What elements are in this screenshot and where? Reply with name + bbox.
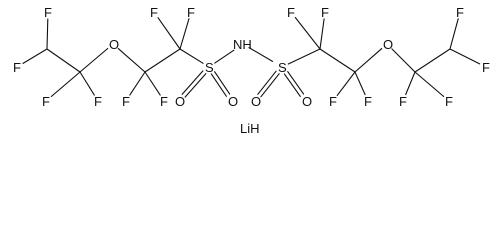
bond-s1-o3	[214, 71, 231, 95]
atom-f13: F	[456, 5, 464, 20]
atom-o6: O	[383, 37, 393, 52]
atom-f11: F	[329, 94, 337, 109]
atom-f4: F	[94, 94, 102, 109]
atom-label-layer: F F F F O F F F F S O O NH S O O F F F F…	[13, 5, 490, 109]
bond-nh-s2	[248, 47, 274, 62]
bond-c5-c6	[319, 48, 356, 73]
atom-o4: O	[251, 94, 261, 109]
bond-c4-f5	[157, 17, 181, 50]
bond-c1-c2	[46, 48, 81, 73]
atom-f2: F	[13, 60, 21, 75]
bond-c5-f9	[294, 16, 321, 50]
bond-s1-o3	[210, 73, 227, 97]
chemical-structure: F F F F O F F F F S O O NH S O O F F F F…	[13, 5, 490, 136]
atom-o5: O	[302, 94, 312, 109]
bond-c5-f10	[319, 18, 325, 50]
atom-f10: F	[321, 5, 329, 20]
atom-f6: F	[187, 5, 195, 20]
bond-c4-s1	[179, 48, 204, 64]
bond-c6-f12	[354, 71, 366, 96]
bond-c8-f14	[449, 48, 481, 65]
bond-s2-o4	[257, 70, 277, 95]
bond-c3-f8	[144, 71, 161, 96]
bond-s2-o4	[260, 73, 280, 98]
counterion-label: LiH	[240, 121, 260, 136]
atom-nh: NH	[233, 37, 252, 52]
bond-o6-c7	[391, 48, 416, 73]
bond-c6-o6	[354, 48, 383, 73]
bond-c6-f11	[336, 71, 356, 96]
bond-c7-f15	[405, 71, 416, 96]
atom-f9: F	[287, 5, 295, 20]
atom-s1: S	[205, 60, 214, 75]
bond-s1-nh	[214, 49, 235, 64]
bond-s2-o5	[287, 71, 305, 95]
bond-s2-o5	[283, 73, 301, 97]
bond-c1-f1	[46, 18, 49, 50]
bond-c1-f2	[22, 48, 48, 64]
atom-f12: F	[364, 94, 372, 109]
bond-s2-c5	[287, 48, 321, 65]
bond-c3-f7	[129, 71, 146, 96]
bond-c4-f6	[179, 18, 190, 50]
bond-o1-c3	[117, 48, 146, 73]
atom-f1: F	[44, 5, 52, 20]
bond-c2-f4	[79, 71, 95, 96]
atom-f3: F	[42, 94, 50, 109]
atom-f7: F	[122, 94, 130, 109]
bond-layer	[22, 16, 481, 98]
atom-f8: F	[160, 94, 168, 109]
atom-s2: S	[278, 60, 287, 75]
atom-o3: O	[228, 94, 238, 109]
bond-c7-c8	[414, 48, 451, 73]
bond-s1-o2	[181, 70, 204, 95]
atom-f14: F	[482, 60, 490, 75]
atom-f15: F	[399, 94, 407, 109]
atom-o2: O	[175, 94, 185, 109]
bond-c8-f13	[449, 18, 459, 50]
atom-f5: F	[150, 5, 158, 20]
bond-s1-o2	[184, 73, 207, 98]
bond-c3-c4	[144, 48, 181, 73]
atom-o1: O	[109, 37, 119, 52]
bond-c2-f3	[50, 71, 81, 98]
atom-f16: F	[445, 94, 453, 109]
bond-c2-o1	[79, 47, 109, 73]
bond-c7-f16	[414, 71, 445, 98]
